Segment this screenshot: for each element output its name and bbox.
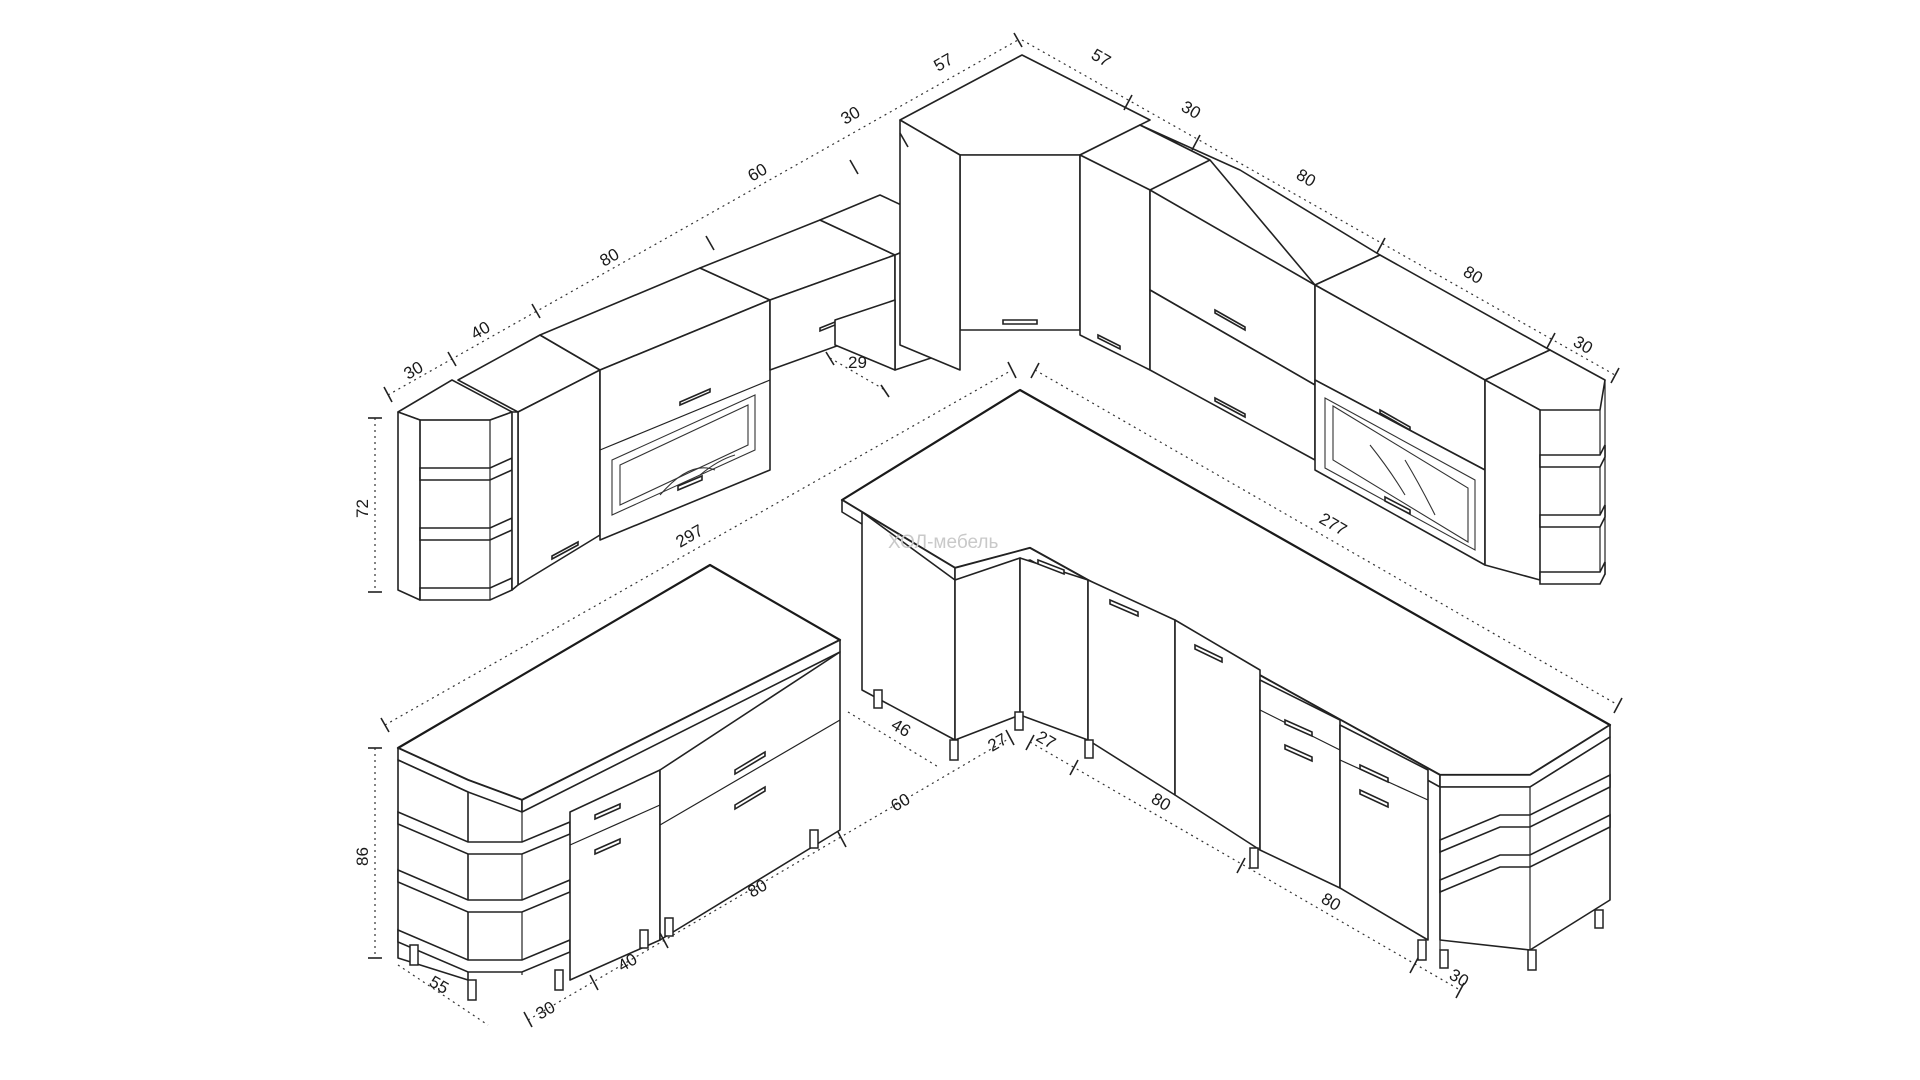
island-40-cabinet: [569, 769, 661, 981]
dim-height-86: 86: [353, 847, 372, 866]
dim-depth-55: 55: [426, 972, 452, 998]
watermark: ХОЛ-мебель: [888, 532, 999, 553]
dim-length-297: 297: [673, 521, 707, 552]
upper-left-glass-cabinet: [539, 267, 771, 541]
upper-left-open-shelf-unit: [397, 379, 513, 601]
upper-right-30-cabinet: [1079, 124, 1211, 371]
dim-upper-right-80: 80: [1293, 165, 1319, 191]
dim-base-27b: 27: [1033, 727, 1059, 753]
dim-upper-left-40: 40: [468, 318, 494, 344]
dim-base-80a: 80: [1148, 789, 1174, 815]
l-base-unit: [840, 388, 1612, 971]
l-base-leg: [1084, 739, 1094, 759]
dim-upper-left-30: 30: [401, 358, 427, 384]
l-base-leg: [1527, 949, 1537, 971]
upper-right-open-shelf-unit: [1484, 349, 1606, 585]
island-leg: [664, 917, 674, 937]
island-leg: [639, 929, 649, 949]
dim-base-30: 30: [1446, 965, 1472, 991]
l-base-open-shelf-end: [1439, 736, 1611, 951]
island-leg: [467, 979, 477, 1001]
l-base-80-cabinet-b: [1174, 619, 1261, 851]
upper-right-cabinet-row: [1079, 124, 1606, 585]
l-base-leg: [1417, 939, 1427, 961]
l-base-leg: [1594, 909, 1604, 929]
island-leg: [409, 944, 419, 966]
l-base-leg: [1439, 949, 1449, 969]
l-base-leg: [873, 689, 883, 709]
dim-island-60: 60: [888, 790, 914, 816]
dim-base-depth-46: 46: [888, 715, 914, 741]
island-open-shelf-end: [397, 759, 571, 981]
dim-island-30: 30: [533, 998, 559, 1024]
l-base-leg: [1014, 711, 1024, 731]
dim-upper-left-30b: 30: [838, 103, 864, 129]
dim-upper-left-60: 60: [745, 160, 771, 186]
island-80-drawer-cabinet: [659, 651, 841, 941]
dim-upper-right-57: 57: [1088, 45, 1114, 71]
dim-base-80b: 80: [1318, 889, 1344, 915]
l-base-leg: [1249, 847, 1259, 869]
dimension-lines: [368, 32, 1623, 1028]
dim-upper-left-80: 80: [597, 245, 623, 271]
dim-upper-right-30b: 30: [1570, 332, 1596, 358]
l-base-40-cabinet: [1259, 679, 1341, 889]
dim-base-27a: 27: [985, 730, 1011, 756]
l-base-80-cabinet-a: [1019, 557, 1176, 796]
upper-corner-cabinet: [899, 54, 1151, 371]
island-base-unit: [396, 563, 842, 1001]
dim-depth-29: 29: [848, 353, 867, 372]
upper-right-80-cabinet-a: [1139, 124, 1381, 461]
l-base-corner-cabinet: [861, 511, 1021, 741]
dim-upper-right-80b: 80: [1460, 262, 1486, 288]
l-base-40-cabinet-b: [1339, 724, 1429, 941]
upper-left-narrow-cabinet: [457, 334, 601, 591]
upper-left-cabinet-row: [397, 54, 1151, 601]
island-leg: [554, 969, 564, 991]
dim-height-72: 72: [353, 499, 372, 518]
dim-upper-right-30: 30: [1178, 97, 1204, 123]
l-base-leg: [949, 739, 959, 761]
island-leg: [809, 829, 819, 849]
dim-upper-left-57: 57: [931, 50, 957, 76]
